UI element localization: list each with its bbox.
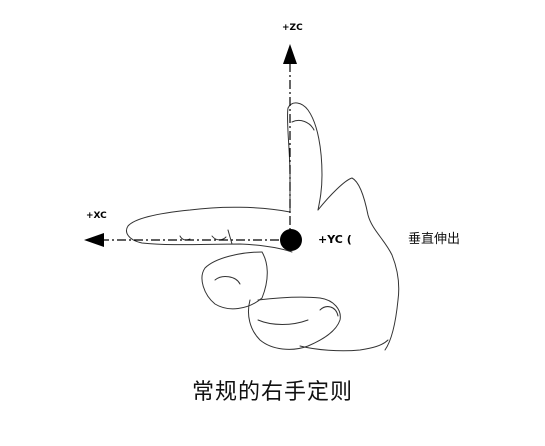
arrow-left-icon [84,233,104,247]
arrow-up-icon [283,44,297,64]
figure-caption: 常规的右手定则 [191,380,353,405]
hand-illustration [126,102,400,352]
origin-dot-icon [280,229,302,251]
x-axis-label: +XC [86,211,107,221]
y-axis-label: +YC ( [318,233,352,246]
perpendicular-note: 垂直伸出 [408,232,461,247]
z-axis-label: +ZC [282,23,303,33]
